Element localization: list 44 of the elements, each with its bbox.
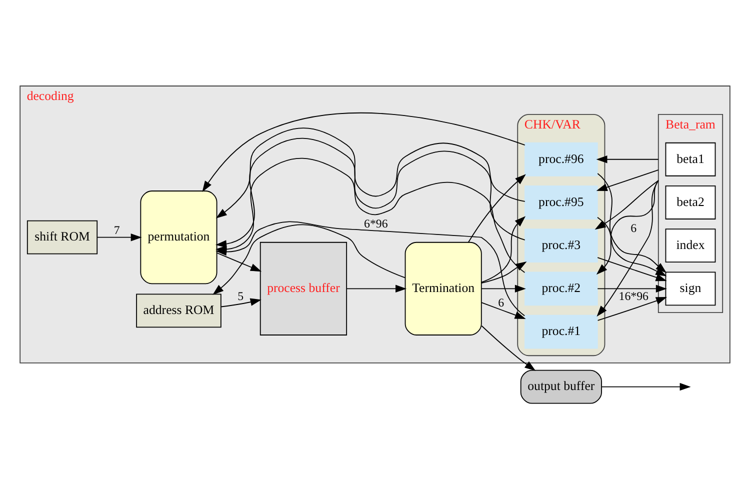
edge-label: 7 [114,223,120,238]
arrow [596,180,659,275]
node-box: index [665,228,716,263]
arrow [202,112,526,192]
arrow [597,257,667,282]
arrow [96,233,142,242]
node-box: permutation [140,190,218,284]
arrow [216,128,526,218]
edge-label: 5 [238,289,244,304]
arrow [481,302,526,320]
node-box: proc.#95 [524,186,598,220]
arrow [481,284,526,293]
arrow [216,252,262,272]
arrow [216,138,526,248]
arrow [597,173,667,274]
arrow [594,180,659,230]
arrow [346,284,407,293]
node-box: shift ROM [26,220,98,254]
node-box: beta2 [665,186,716,220]
node-box: process buffer [260,242,348,336]
arrow [596,180,659,317]
node-box: beta1 [665,142,716,176]
node-box: address ROM [136,294,222,328]
node-box: Termination [404,242,482,336]
edge-label: 16*96 [618,289,649,304]
node-box: sign [665,272,716,306]
node-box: proc.#96 [524,142,598,176]
arrow [481,325,536,371]
arrow [597,297,668,321]
edge-label: 6*96 [364,216,388,231]
node-box: proc.#3 [524,228,598,263]
arrow [212,224,406,295]
edge-label: 6 [630,221,637,236]
arrow [468,174,526,243]
arrow [596,169,659,192]
arrow [601,382,691,391]
arrow [220,298,262,308]
arrow [597,216,667,276]
node-box: proc.#1 [524,314,598,349]
node-box: proc.#2 [524,272,598,306]
arrow [596,156,659,164]
node-box: output buffer [520,370,602,404]
arrow [597,284,667,293]
edge-label: 6 [498,295,504,310]
